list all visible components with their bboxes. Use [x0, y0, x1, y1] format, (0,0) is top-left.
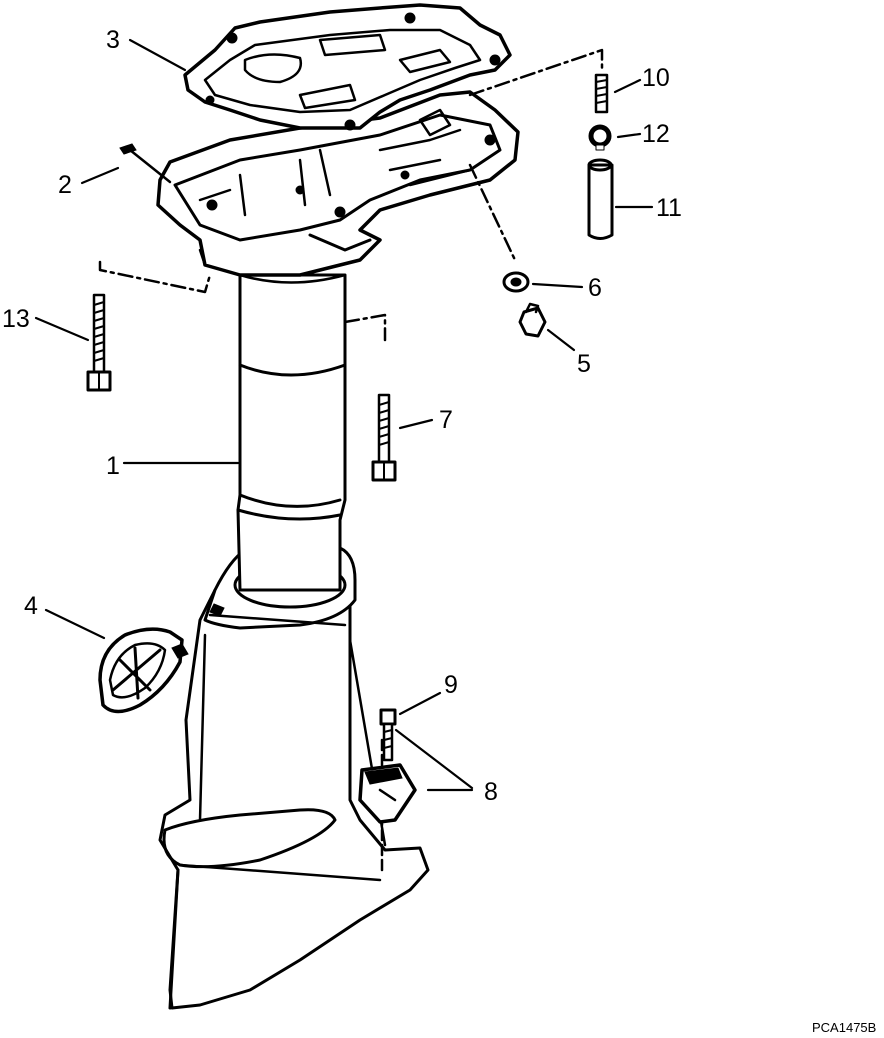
- sleeve-part-11: [587, 158, 614, 240]
- gasket: [183, 3, 512, 131]
- callout-labels: 3 2 13 1 4 10 12 11 6 5 7 9 8: [2, 26, 682, 806]
- washer-part-6: [502, 271, 530, 293]
- callout-3: 3: [106, 26, 120, 54]
- ring-part-12: [588, 124, 612, 151]
- anode-part-8: [358, 763, 417, 824]
- callout-1: 1: [106, 452, 120, 480]
- screw-part-9: [379, 708, 397, 762]
- callout-4: 4: [24, 592, 38, 620]
- callout-7: 7: [439, 406, 453, 434]
- cover-part-4: [98, 627, 189, 714]
- figure-code: PCA1475B: [812, 1020, 876, 1035]
- callout-12: 12: [642, 120, 670, 148]
- callout-2: 2: [58, 171, 72, 199]
- driveshaft-housing: [158, 273, 430, 1010]
- bolt-part-7: [371, 393, 397, 482]
- stud-part-10: [594, 73, 609, 114]
- callout-5: 5: [577, 350, 591, 378]
- callout-13: 13: [2, 305, 30, 333]
- callout-10: 10: [642, 64, 670, 92]
- leader-lines: [34, 38, 654, 792]
- callout-9: 9: [444, 671, 458, 699]
- callout-8: 8: [484, 778, 498, 806]
- fitting-part-5: [518, 302, 547, 338]
- callout-6: 6: [588, 274, 602, 302]
- callout-11: 11: [656, 194, 682, 222]
- bolt-part-13: [86, 293, 112, 392]
- adaptor-plate: [156, 90, 520, 284]
